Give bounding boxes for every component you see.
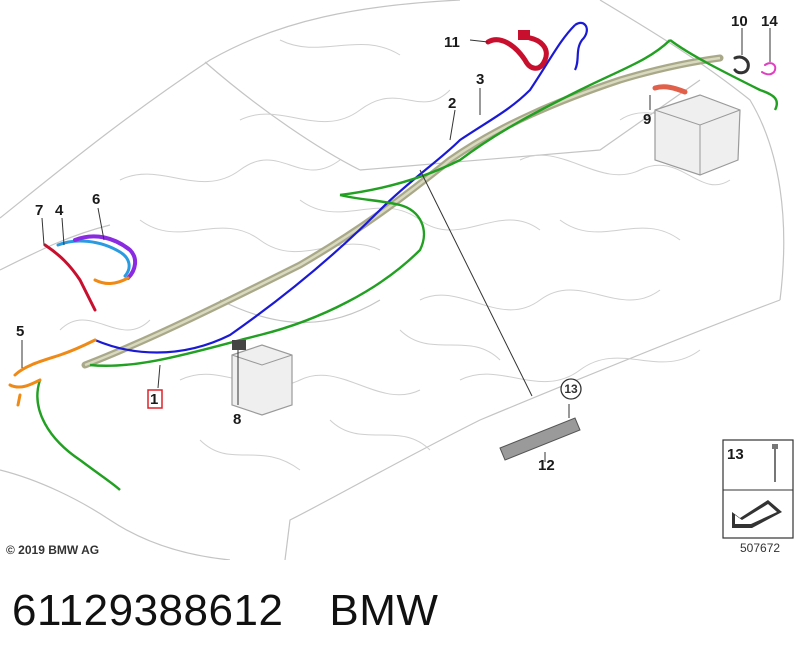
svg-text:13: 13 (564, 382, 578, 396)
strip-item-12 (499, 417, 581, 461)
image-code: 507672 (740, 541, 780, 555)
leader-lines (21, 28, 771, 462)
legend-box: 13 (722, 439, 794, 539)
brand-name: BMW (329, 586, 439, 635)
background-wiring (59, 39, 731, 471)
direction-arrow-icon (732, 500, 782, 528)
green-harness (36, 39, 779, 491)
wiring-harness-diagram: 1 2 3 4 5 6 7 8 9 10 11 12 14 13 13 5076… (0, 0, 794, 560)
callout-labels: 1 2 3 4 5 6 7 8 9 10 11 12 14 (16, 13, 778, 474)
callout-9: 9 (643, 111, 651, 128)
front-left-connectors (43, 234, 137, 312)
pin-icon (772, 444, 778, 482)
rear-battery (654, 94, 741, 176)
callout-5: 5 (16, 323, 24, 340)
part-number: 61129388612 (12, 586, 284, 635)
callout-14: 14 (761, 13, 778, 30)
callout-10: 10 (731, 13, 748, 30)
blue-harness (94, 21, 588, 354)
circled-callout-13: 13 (560, 378, 582, 400)
orange-harness (8, 338, 97, 407)
car-body-outline (0, 0, 785, 560)
legend-number: 13 (727, 446, 744, 463)
copyright-notice: © 2019 BMW AG (6, 543, 99, 557)
callout-3: 3 (476, 71, 484, 88)
callout-4: 4 (55, 202, 64, 219)
callout-7: 7 (35, 202, 43, 219)
front-battery (231, 344, 293, 416)
callout-1: 1 (150, 391, 158, 408)
callout-11: 11 (444, 34, 460, 51)
part-caption: 61129388612 BMW (12, 586, 438, 636)
callout-12: 12 (538, 457, 555, 474)
callout-6: 6 (92, 191, 100, 208)
callout-2: 2 (448, 95, 456, 112)
connector-items-10-14 (733, 55, 777, 76)
callout-8: 8 (233, 411, 241, 428)
red-connector-icon (518, 30, 530, 40)
red-cable-item-9 (652, 84, 688, 95)
connector-item-8 (232, 340, 246, 350)
highlight-box-item-1 (147, 389, 163, 409)
main-harness (81, 54, 724, 369)
red-harness-item-11 (485, 35, 549, 71)
